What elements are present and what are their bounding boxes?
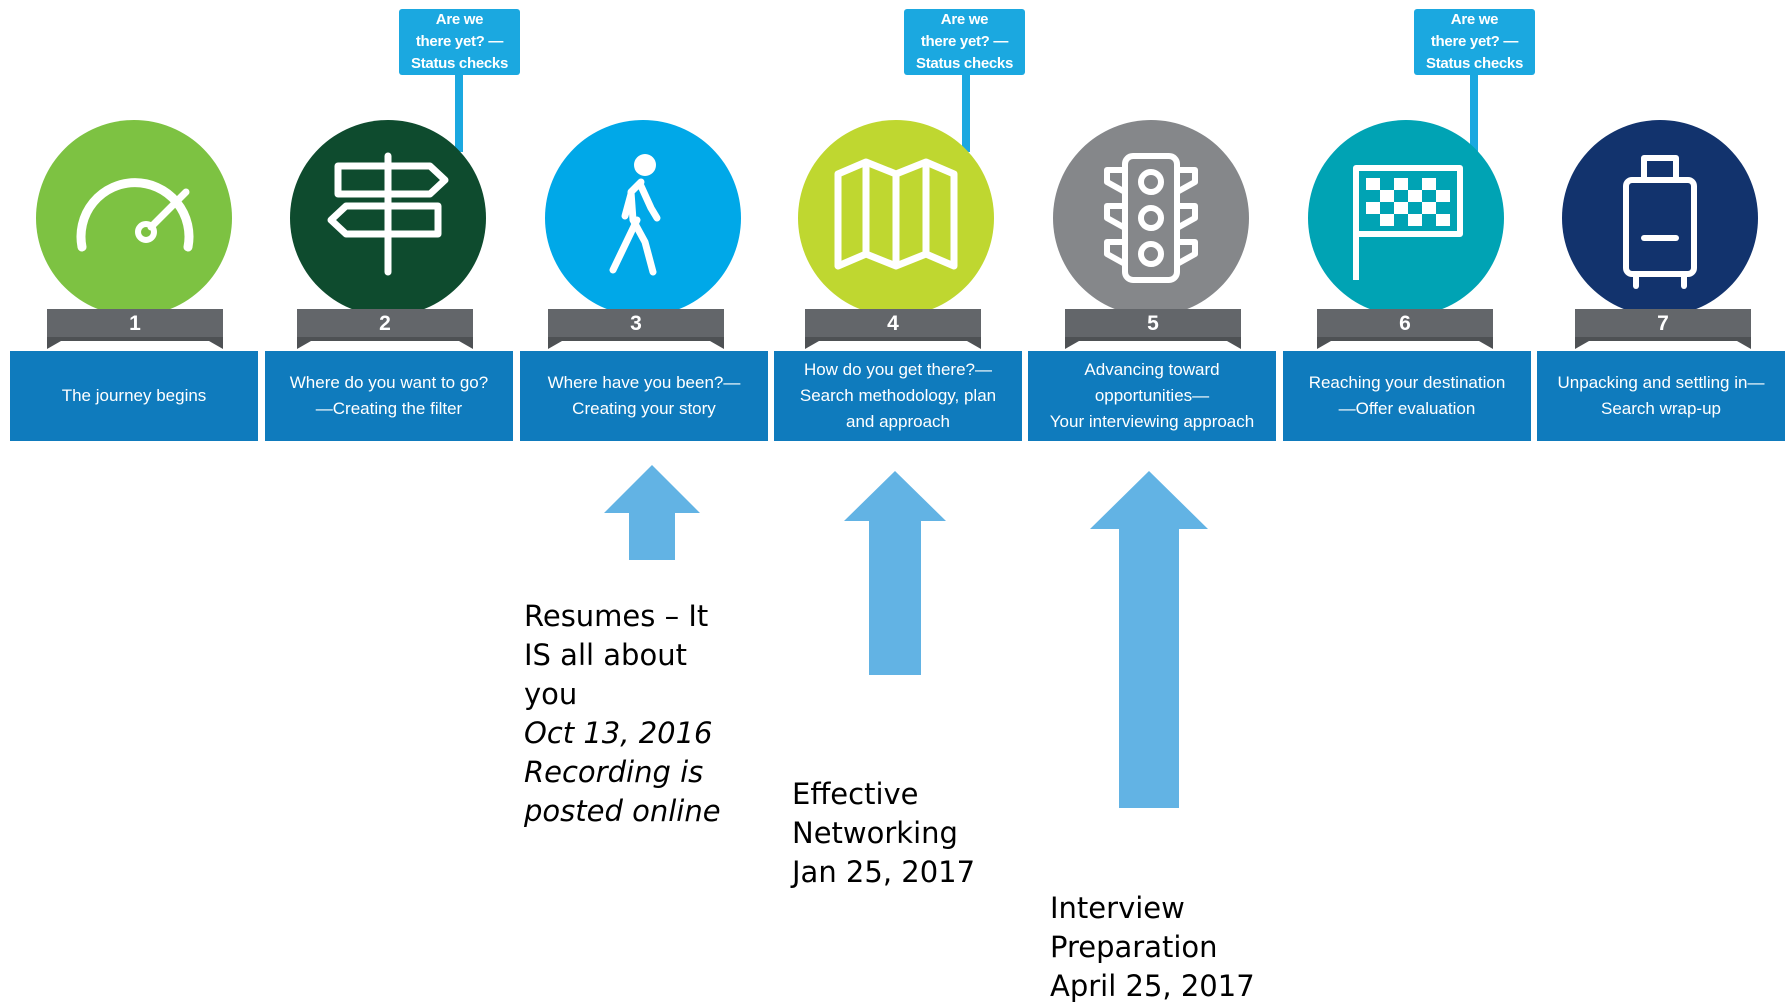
stage-label-line: How do you get there?— xyxy=(803,360,993,379)
note-line: Networking xyxy=(792,816,958,850)
note-date: April 25, 2017 xyxy=(1050,969,1255,1003)
callout-line: Status checks xyxy=(1426,55,1523,72)
callout-line: there yet? — xyxy=(920,33,1009,50)
note-line: you xyxy=(524,677,578,711)
plate-tail xyxy=(1575,337,1751,349)
stage-label-line: Search methodology, plan xyxy=(799,386,997,405)
up-arrow-stage-3 xyxy=(604,465,700,560)
signpost-icon xyxy=(327,152,449,276)
callout-line: there yet? — xyxy=(1430,33,1519,50)
stage-5-number: 5 xyxy=(1065,309,1241,337)
stage-1-circle xyxy=(36,120,232,316)
note-interview: Interview Preparation April 25, 2017 xyxy=(1050,889,1255,1006)
callout-line: there yet? — xyxy=(415,33,504,50)
plate-tail xyxy=(297,337,473,349)
stage-5-label: Advancing toward opportunities— Your int… xyxy=(1028,351,1276,441)
plate-tail xyxy=(1065,337,1241,349)
stage-label-line: Search wrap-up xyxy=(1600,399,1721,418)
speedometer-icon xyxy=(76,178,194,252)
note-line: Effective xyxy=(792,777,919,811)
stage-5-circle xyxy=(1053,120,1249,316)
stage-6-number: 6 xyxy=(1317,309,1493,337)
stage-label-line: Where have you been?— xyxy=(547,373,741,392)
suitcase-icon xyxy=(1623,155,1697,289)
stage-6-circle xyxy=(1308,120,1504,316)
note-resumes: Resumes – It IS all about you Oct 13, 20… xyxy=(524,597,721,831)
stage-2-circle xyxy=(290,120,486,316)
stage-7-label: Unpacking and settling in— Search wrap-u… xyxy=(1537,351,1785,441)
callout-line: Are we xyxy=(1450,11,1499,28)
finish-flag-icon xyxy=(1353,165,1463,280)
status-check-callout-1: Are we there yet? — Status checks xyxy=(399,9,520,75)
stage-label-line: Unpacking and settling in— xyxy=(1557,373,1765,392)
stage-2-label: Where do you want to go? —Creating the f… xyxy=(265,351,513,441)
stage-label-line: Where do you want to go? xyxy=(289,373,489,392)
callout-stem xyxy=(962,74,970,152)
map-icon xyxy=(834,158,958,270)
status-check-callout-2: Are we there yet? — Status checks xyxy=(904,9,1025,75)
stage-1-number: 1 xyxy=(47,309,223,337)
stage-7-circle xyxy=(1562,120,1758,316)
stage-label-line: —Offer evaluation xyxy=(1338,399,1476,418)
stage-label-line: Your interviewing approach xyxy=(1049,412,1255,431)
stage-label-line: —Creating the filter xyxy=(315,399,463,418)
up-arrow-stage-4 xyxy=(844,471,946,675)
note-line: posted online xyxy=(524,794,721,828)
stage-4-label: How do you get there?— Search methodolog… xyxy=(774,351,1022,441)
stage-2-number: 2 xyxy=(297,309,473,337)
stage-4-number: 4 xyxy=(805,309,981,337)
callout-line: Are we xyxy=(435,11,484,28)
note-date: Oct 13, 2016 xyxy=(524,716,713,750)
stage-7-number: 7 xyxy=(1575,309,1751,337)
stage-label-line: and approach xyxy=(846,412,950,431)
callout-line: Are we xyxy=(940,11,989,28)
walking-person-icon xyxy=(609,154,661,276)
up-arrow-stage-5 xyxy=(1090,471,1208,808)
stage-3-number: 3 xyxy=(548,309,724,337)
stage-label-line: The journey begins xyxy=(61,386,207,405)
traffic-light-icon xyxy=(1104,153,1198,283)
plate-tail xyxy=(1317,337,1493,349)
callout-stem xyxy=(1470,74,1478,152)
note-line: IS all about xyxy=(524,638,687,672)
stage-label-line: opportunities— xyxy=(1094,386,1210,405)
note-networking: Effective Networking Jan 25, 2017 xyxy=(792,775,975,892)
callout-stem xyxy=(455,74,463,152)
note-line: Preparation xyxy=(1050,930,1218,964)
stage-6-label: Reaching your destination —Offer evaluat… xyxy=(1283,351,1531,441)
stage-1-label: The journey begins xyxy=(10,351,258,441)
plate-tail xyxy=(548,337,724,349)
stage-3-circle xyxy=(545,120,741,316)
plate-tail xyxy=(805,337,981,349)
stage-4-circle xyxy=(798,120,994,316)
stage-label-line: Reaching your destination xyxy=(1308,373,1506,392)
plate-tail xyxy=(47,337,223,349)
stage-label-line: Advancing toward xyxy=(1084,360,1220,379)
callout-line: Status checks xyxy=(916,55,1013,72)
stage-3-label: Where have you been?— Creating your stor… xyxy=(520,351,768,441)
note-line: Resumes – It xyxy=(524,599,709,633)
callout-line: Status checks xyxy=(411,55,508,72)
status-check-callout-3: Are we there yet? — Status checks xyxy=(1414,9,1535,75)
note-line: Interview xyxy=(1050,891,1185,925)
stage-label-line: Creating your story xyxy=(572,399,716,418)
note-line: Recording is xyxy=(524,755,704,789)
note-date: Jan 25, 2017 xyxy=(792,855,976,889)
